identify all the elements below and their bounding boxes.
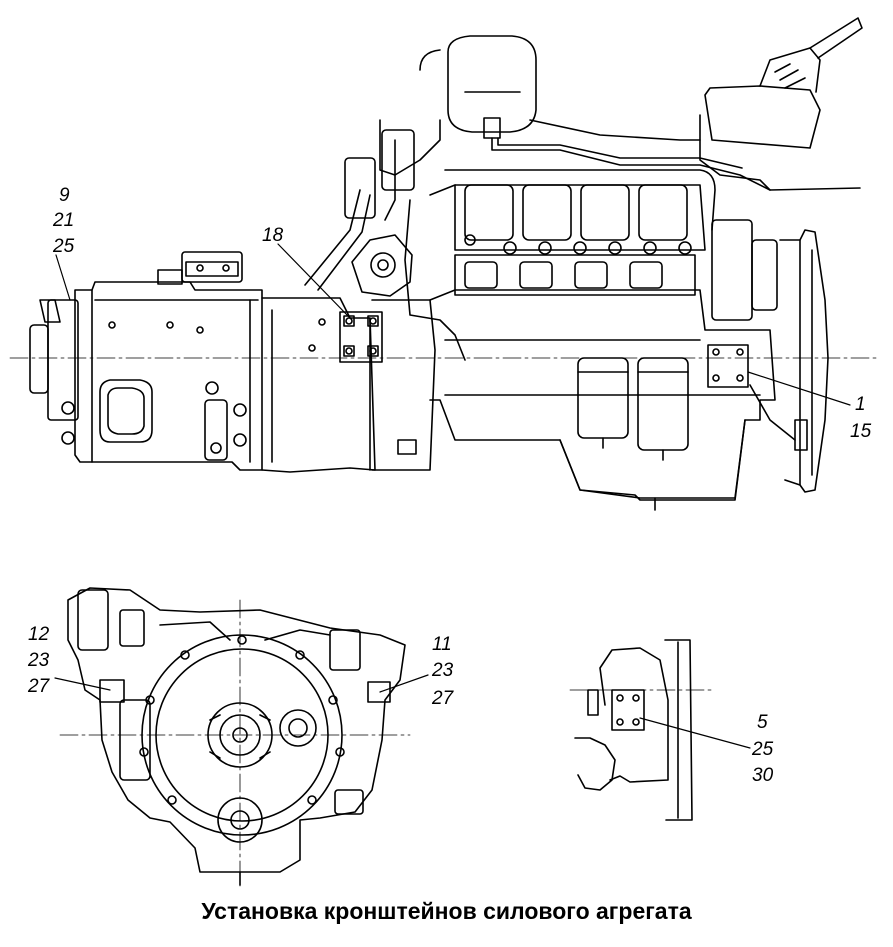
callout-main-rear-3: 25: [53, 236, 75, 257]
detail-bracket: [611, 689, 645, 731]
callout-rear-left-2: 23: [28, 650, 50, 671]
water-pump: [344, 129, 415, 297]
callout-main-rear-1: 9: [59, 185, 70, 206]
callout-rear-right-2: 23: [432, 660, 454, 681]
rear-view: [59, 587, 411, 891]
fan-pulley: [779, 229, 829, 493]
gear-shift-lever: [699, 17, 863, 191]
leader-lines: [54, 243, 851, 749]
engine-gearbox-side-view: [9, 17, 881, 511]
gearbox-output-flange: [29, 299, 79, 421]
callout-main-front-2: 15: [850, 421, 872, 442]
right-bracket: [367, 681, 391, 703]
clutch-housing: [261, 297, 376, 473]
flywheel-housing: [339, 299, 436, 471]
callout-rear-right-3: 27: [432, 688, 454, 709]
callout-rear-right-1: 11: [432, 634, 452, 655]
bell-housing-bolts: [139, 635, 345, 805]
expansion-tank: [419, 35, 537, 139]
gearbox-housing: [61, 251, 263, 471]
callout-detail-1: 5: [757, 712, 768, 733]
callout-main-front-1: 1: [855, 394, 866, 415]
cylinder-heads: [429, 169, 716, 296]
callout-detail-3: 30: [752, 765, 774, 786]
callout-rear-left-1: 12: [28, 624, 50, 645]
front-bracket-detail-view: [569, 639, 713, 821]
left-bracket: [99, 679, 125, 703]
coolant-pipes: [304, 119, 771, 361]
callout-rear-left-3: 27: [28, 676, 50, 697]
callout-main-rear-2: 21: [53, 210, 75, 231]
front-engine-bracket: [707, 219, 796, 441]
callout-main-mid: 18: [262, 225, 284, 246]
figure-caption: Установка кронштейнов силового агрегата: [201, 898, 692, 924]
engine-block: [429, 289, 776, 511]
callout-detail-2: 25: [752, 739, 774, 760]
oil-filters: [577, 357, 689, 461]
